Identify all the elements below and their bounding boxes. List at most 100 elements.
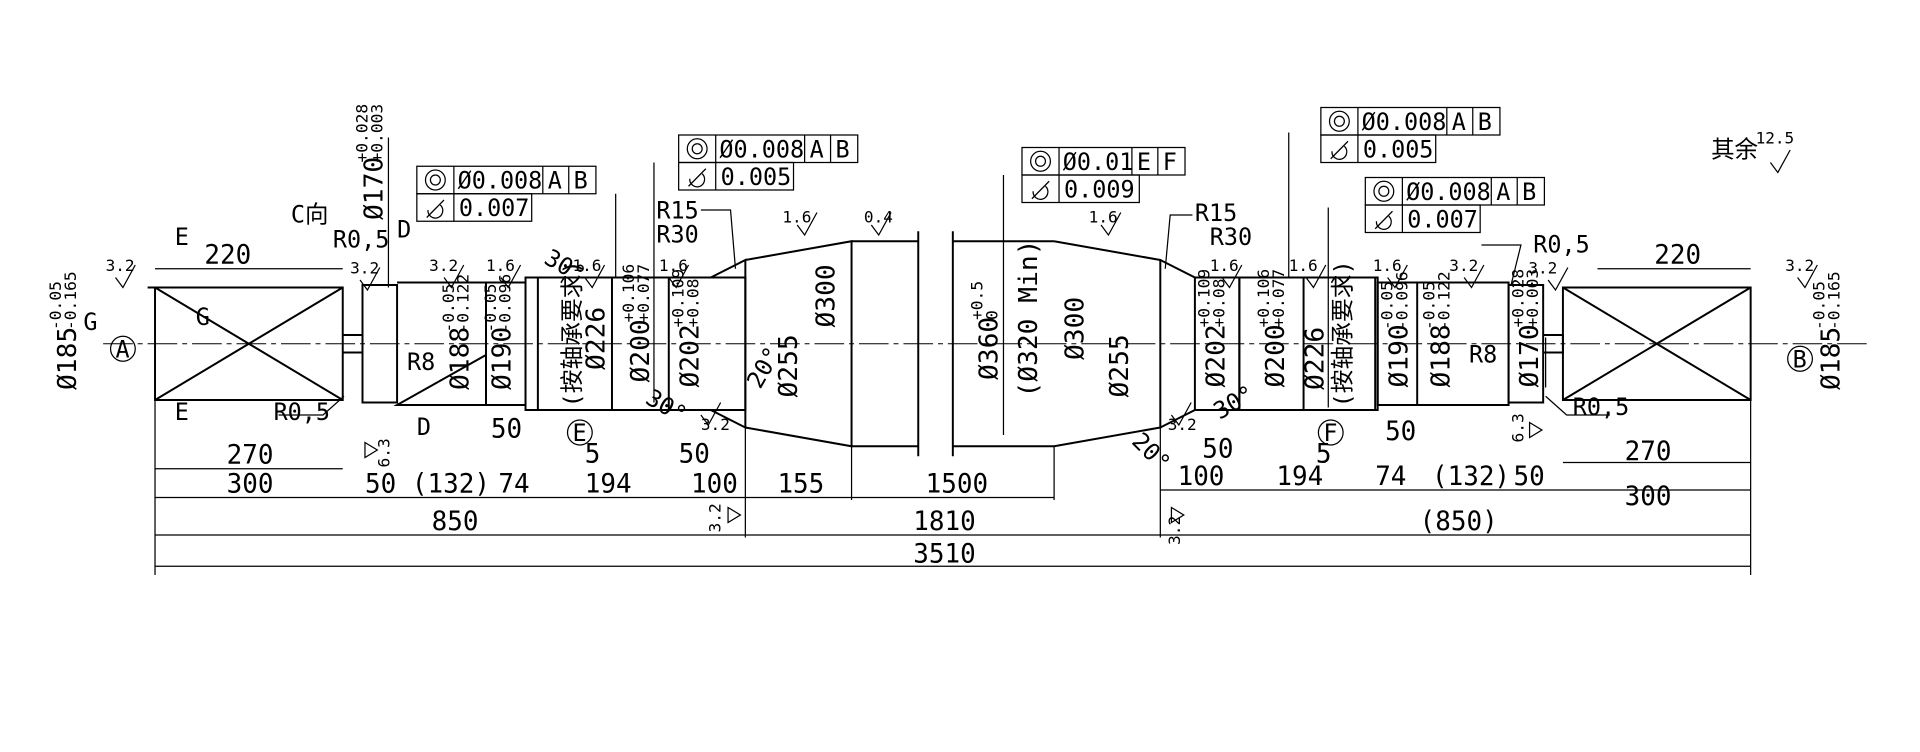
fcf-frames <box>416 106 1546 234</box>
leader-lines <box>278 132 1610 435</box>
view-g: G <box>196 303 210 331</box>
radius-r05-3: R0,5 <box>1533 230 1589 258</box>
radius-r05-2: R0,5 <box>274 398 330 426</box>
dia-185-right: Ø185 <box>1817 327 1847 390</box>
fcf5-tol: Ø0.008 <box>1406 178 1491 206</box>
dia-360-tol-low: 0 <box>982 310 1001 320</box>
fcf4-datum-a: A <box>1452 108 1466 136</box>
dia-200-right-tol-low: +0.077 <box>1269 269 1288 328</box>
view-g-side: G <box>83 308 97 336</box>
datum-circles <box>109 335 1814 446</box>
dim-50-5: 50 <box>1202 434 1233 464</box>
fcf2-datum-a: A <box>810 135 824 163</box>
fcf5-runout: 0.007 <box>1407 205 1478 233</box>
dia-190-left-tol-up: -0.05 <box>481 284 500 333</box>
fcf5-datum-b: B <box>1522 178 1536 206</box>
dia-190-left: Ø190 <box>488 327 518 390</box>
dim-5-1: 5 <box>585 439 601 469</box>
ra-32-3: 3.2 <box>429 256 458 275</box>
dia-200-left-tol-up: +0.106 <box>619 264 638 323</box>
ra-32-8: 3.2 <box>1168 415 1197 434</box>
dim-194-left: 194 <box>585 469 632 499</box>
dim-3510: 3510 <box>913 539 975 569</box>
dia-226-left: Ø226 <box>582 307 612 370</box>
fcf4-tol: Ø0.008 <box>1362 108 1447 136</box>
ra-32-10: 3.2 <box>1165 516 1184 545</box>
dia-320-min: (Ø320 Min) <box>1014 240 1044 398</box>
dim-50-3: 50 <box>491 414 522 444</box>
dia-185-left-tol-up: -0.05 <box>46 281 65 330</box>
dia-202-left: Ø202 <box>676 324 706 387</box>
surface-note-value: 12.5 <box>1756 129 1795 148</box>
dia-190-right-tol-up: -0.05 <box>1378 281 1397 330</box>
dia-202-right-tol-up: +0.109 <box>1195 269 1214 328</box>
radius-r30-1: R30 <box>656 220 698 248</box>
dim-50-2: 50 <box>1514 462 1545 492</box>
dia-360: Ø360 <box>974 317 1004 380</box>
dim-850-left: 850 <box>432 507 479 537</box>
dia-202-right: Ø202 <box>1202 324 1232 387</box>
dia-188-right: Ø188 <box>1426 324 1456 387</box>
datum-e: E <box>572 419 586 447</box>
ra-32-4: 3.2 <box>1449 256 1478 275</box>
dim-100-left: 100 <box>691 469 738 499</box>
dia-190-right-tol-low: -0.096 <box>1392 271 1411 330</box>
dia-170-right: Ø170 <box>1515 324 1545 387</box>
fcf4-datum-b: B <box>1478 108 1492 136</box>
ra-32-6: 3.2 <box>1785 256 1814 275</box>
dia-255-left: Ø255 <box>774 334 804 397</box>
ra-32-9: 3.2 <box>706 503 725 532</box>
dim-270-left: 270 <box>227 441 274 471</box>
dim-300-right: 300 <box>1625 482 1672 512</box>
fcf3-datum-e: E <box>1137 148 1151 176</box>
radius-r05-4: R0,5 <box>1573 393 1629 421</box>
view-d-bottom: D <box>417 413 431 441</box>
fcf3-runout: 0.009 <box>1064 175 1135 203</box>
dia-300-right: Ø300 <box>1061 297 1091 360</box>
ra-16-7: 1.6 <box>1289 256 1318 275</box>
dim-300-left: 300 <box>227 469 274 499</box>
dia-188-right-tol-low: -0.122 <box>1434 271 1453 330</box>
dia-200-right-tol-up: +0.106 <box>1254 269 1273 328</box>
ra-63-1: 6.3 <box>375 438 394 467</box>
fcf1-tol: Ø0.008 <box>458 167 543 195</box>
dia-188-left-tol-low: -0.122 <box>454 274 473 333</box>
ra-16-4: 1.6 <box>782 207 811 226</box>
dim-74-right: 74 <box>1375 462 1406 492</box>
fcf1-runout: 0.007 <box>459 194 530 222</box>
ra-04: 0.4 <box>864 207 893 226</box>
section-e-bottom: E <box>175 398 189 426</box>
ra-32-2: 3.2 <box>350 259 379 278</box>
dia-170-right-tol-up: +0.028 <box>1508 269 1527 328</box>
fcf2-tol: Ø0.008 <box>719 135 804 163</box>
ra-16-2: 1.6 <box>572 256 601 275</box>
dia-190-right: Ø190 <box>1384 324 1414 387</box>
ra-32-7: 3.2 <box>701 415 730 434</box>
dia-170-right-tol-low: +0.003 <box>1523 269 1542 328</box>
ra-16-6: 1.6 <box>1210 256 1239 275</box>
datum-f: F <box>1323 419 1337 447</box>
dim-132-right: (132) <box>1432 462 1510 492</box>
dia-202-left-tol-low: +0.08 <box>684 279 703 328</box>
radius-r15-1: R15 <box>656 197 698 225</box>
dia-185-left: Ø185 <box>53 327 83 390</box>
dia-200-left-tol-low: +0.077 <box>634 264 653 323</box>
dia-255-right: Ø255 <box>1105 334 1135 397</box>
dim-194-right: 194 <box>1276 462 1323 492</box>
dia-170-left: Ø170 <box>359 157 389 220</box>
dim-220-right: 220 <box>1654 241 1701 271</box>
bearing-note-right: (按轴承要求) <box>1329 260 1357 407</box>
dia-188-left-tol-up: -0.05 <box>439 284 458 333</box>
dia-202-right-tol-low: +0.08 <box>1210 279 1229 328</box>
radius-r30-2: R30 <box>1210 223 1252 251</box>
dim-50-4: 50 <box>679 439 710 469</box>
fcf2-datum-b: B <box>836 135 850 163</box>
roughness-symbols <box>115 149 1818 524</box>
radius-r8-1: R8 <box>407 348 435 376</box>
view-c: C向 <box>291 200 329 228</box>
radius-r8-2: R8 <box>1469 340 1497 368</box>
dim-50-6: 50 <box>1385 417 1416 447</box>
dim-100-right: 100 <box>1178 462 1225 492</box>
dia-300-left: Ø300 <box>811 264 841 327</box>
